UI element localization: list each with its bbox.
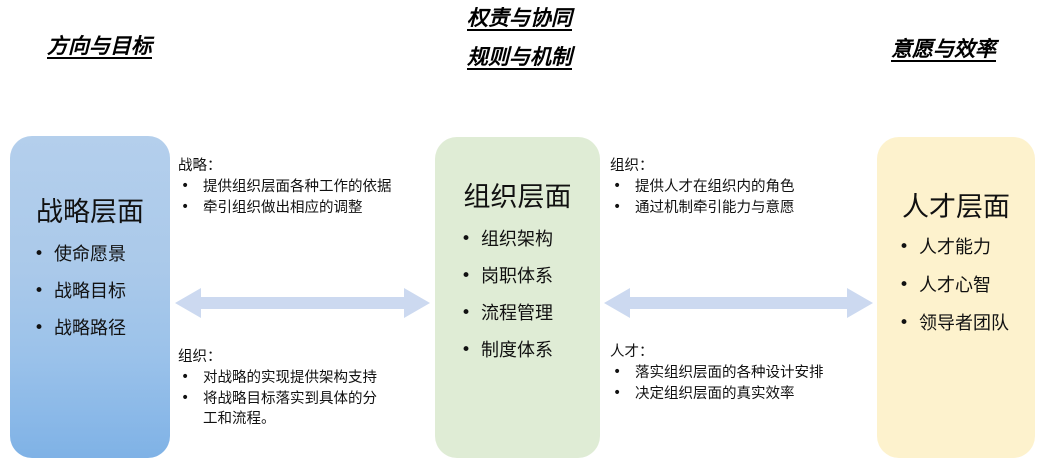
heading-willingness-and-efficiency: 意愿与效率 bbox=[891, 37, 996, 61]
note-item-line: 将战略目标落实到具体的分 bbox=[203, 391, 377, 407]
note-list: 提供人才在组织内的角色 通过机制牵引能力与意愿 bbox=[610, 176, 795, 218]
note-list: 落实组织层面的各种设计安排 决定组织层面的真实效率 bbox=[610, 362, 824, 404]
note-item-line: 落实组织层面的各种设计安排 bbox=[635, 365, 824, 381]
note-item: 落实组织层面的各种设计安排 bbox=[610, 362, 824, 383]
note-talent-to-organization: 人才： 落实组织层面的各种设计安排 决定组织层面的真实效率 bbox=[610, 342, 824, 405]
box-talent-list: 人才能力 人才心智 领导者团队 bbox=[877, 236, 1035, 335]
box-talent-title: 人才层面 bbox=[902, 192, 1010, 223]
box-talent-layer[interactable]: 人才层面 人才能力 人才心智 领导者团队 bbox=[877, 137, 1035, 458]
note-item-line-continued: 工和流程。 bbox=[203, 411, 276, 427]
note-item: 决定组织层面的真实效率 bbox=[610, 383, 824, 404]
double-arrow-icon-organization-talent bbox=[604, 285, 873, 321]
heading-rules-and-mechanism: 规则与机制 bbox=[467, 45, 572, 69]
list-item: 使命愿景 bbox=[30, 243, 170, 266]
box-organization-layer[interactable]: 组织层面 组织架构 岗职体系 流程管理 制度体系 bbox=[435, 137, 600, 458]
note-item: 对战略的实现提供架构支持 bbox=[178, 367, 377, 388]
note-item: 提供人才在组织内的角色 bbox=[610, 176, 795, 197]
note-item: 通过机制牵引能力与意愿 bbox=[610, 197, 795, 218]
note-item: 提供组织层面各种工作的依据 bbox=[178, 176, 392, 197]
list-item: 战略路径 bbox=[30, 317, 170, 340]
note-item: 牵引组织做出相应的调整 bbox=[178, 197, 392, 218]
box-strategy-title: 战略层面 bbox=[36, 197, 144, 228]
note-list: 提供组织层面各种工作的依据 牵引组织做出相应的调整 bbox=[178, 176, 392, 218]
box-organization-list: 组织架构 岗职体系 流程管理 制度体系 bbox=[435, 228, 600, 362]
note-title: 组织： bbox=[610, 158, 654, 174]
double-arrow-icon-strategy-organization bbox=[175, 285, 430, 321]
list-item: 领导者团队 bbox=[895, 312, 1035, 335]
heading-direction-and-goal: 方向与目标 bbox=[47, 34, 152, 58]
note-item-line: 提供组织层面各种工作的依据 bbox=[203, 179, 392, 195]
note-title: 战略： bbox=[178, 158, 222, 174]
note-item-line: 牵引组织做出相应的调整 bbox=[203, 200, 363, 216]
note-list: 对战略的实现提供架构支持 将战略目标落实到具体的分 工和流程。 bbox=[178, 367, 377, 429]
note-organization-to-strategy: 组织： 对战略的实现提供架构支持 将战略目标落实到具体的分 工和流程。 bbox=[178, 347, 377, 430]
note-item-line: 决定组织层面的真实效率 bbox=[635, 386, 795, 402]
note-strategy-to-organization: 战略： 提供组织层面各种工作的依据 牵引组织做出相应的调整 bbox=[178, 156, 392, 219]
note-title: 组织： bbox=[178, 349, 222, 365]
box-organization-title: 组织层面 bbox=[463, 182, 572, 213]
list-item: 制度体系 bbox=[457, 339, 600, 362]
list-item: 组织架构 bbox=[457, 228, 600, 251]
box-strategy-list: 使命愿景 战略目标 战略路径 bbox=[10, 243, 170, 340]
note-title: 人才： bbox=[610, 344, 654, 360]
heading-authority-and-collaboration: 权责与协同 bbox=[467, 6, 572, 30]
note-item-line: 通过机制牵引能力与意愿 bbox=[635, 200, 795, 216]
note-item-line: 对战略的实现提供架构支持 bbox=[203, 370, 377, 386]
list-item: 岗职体系 bbox=[457, 265, 600, 288]
list-item: 流程管理 bbox=[457, 302, 600, 325]
list-item: 人才能力 bbox=[895, 236, 1035, 259]
note-item-line: 提供人才在组织内的角色 bbox=[635, 179, 795, 195]
note-organization-to-talent: 组织： 提供人才在组织内的角色 通过机制牵引能力与意愿 bbox=[610, 156, 795, 219]
list-item: 战略目标 bbox=[30, 280, 170, 303]
list-item: 人才心智 bbox=[895, 274, 1035, 297]
box-strategy-layer[interactable]: 战略层面 使命愿景 战略目标 战略路径 bbox=[10, 136, 170, 458]
note-item: 将战略目标落实到具体的分 工和流程。 bbox=[178, 388, 377, 429]
